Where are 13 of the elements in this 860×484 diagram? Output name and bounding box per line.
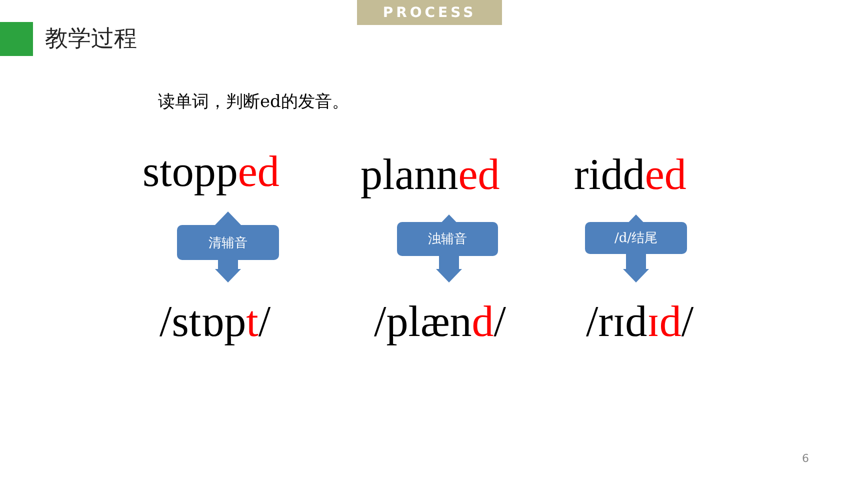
instruction-text: 读单词，判断ed的发音。 [158,91,349,114]
page-number: 6 [802,452,809,465]
slide-title: 教学过程 [45,25,137,54]
phonetic-transcription: /stɒpt/ [160,297,271,347]
word: planned [360,150,500,200]
edge-label: 清辅音 [177,225,279,260]
phonetic-transcription: /rɪdɪd/ [586,297,694,347]
edge-label: 浊辅音 [397,222,498,256]
word: ridded [574,150,686,200]
phonetic-transcription: /plænd/ [374,297,506,347]
word: stopped [142,147,280,197]
section-tab: PROCESS [357,0,502,25]
edge-label: /d/结尾 [585,222,687,254]
